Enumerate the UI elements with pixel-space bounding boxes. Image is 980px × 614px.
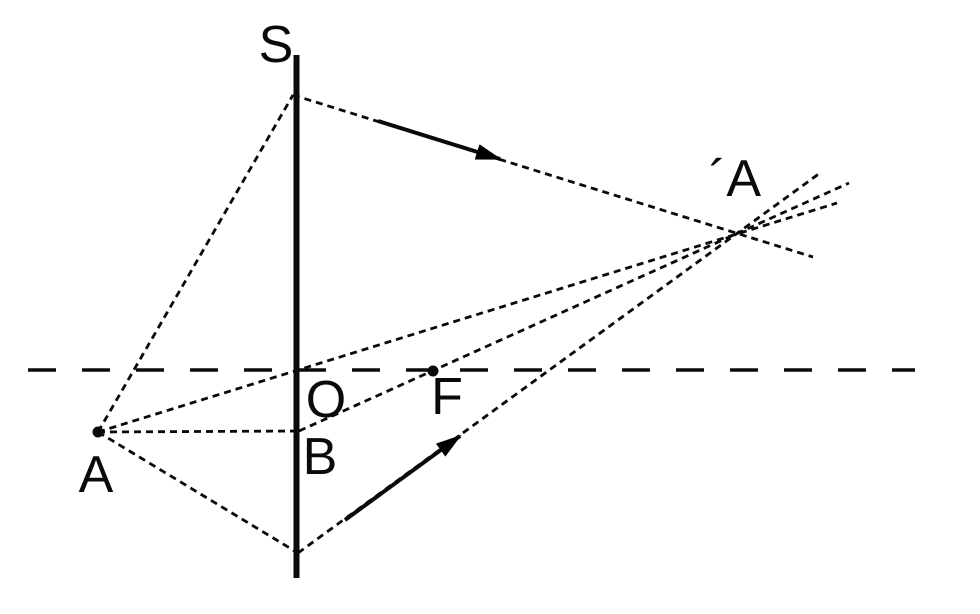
ray-a-to-b-parallel [97, 429, 300, 434]
arrow-top-ray [377, 119, 502, 161]
label-point-b: B [303, 428, 338, 486]
label-lens-s: S [259, 16, 294, 74]
ray-a-to-lens-top [96, 94, 295, 433]
label-image-a: ´A [709, 150, 761, 208]
label-focus-f: F [431, 368, 463, 426]
ray-b-through-f [298, 181, 850, 433]
diagram-layers: S ´A A OB F [28, 16, 915, 578]
ray-a-to-lens-bottom [97, 430, 299, 555]
focal-point-f [427, 365, 439, 377]
label-center-o: O [306, 371, 346, 429]
ray-central-through-o [97, 201, 838, 434]
label-object-a: A [79, 446, 114, 504]
object-point-a [92, 426, 104, 438]
arrow-bottom-ray [343, 434, 462, 522]
